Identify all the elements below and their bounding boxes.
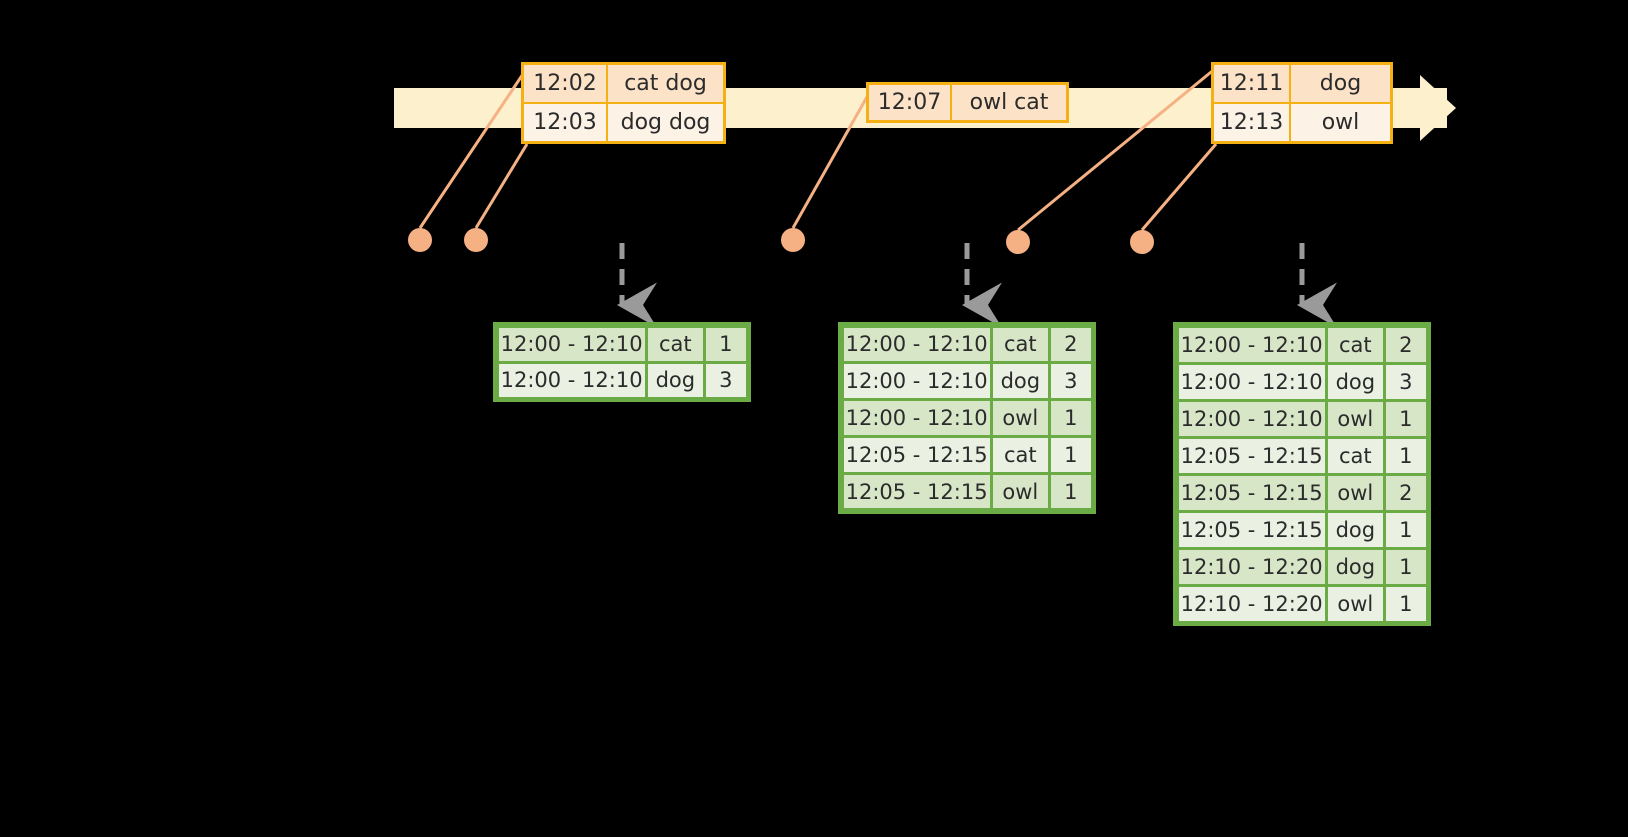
window-range: 12:00 - 12:10 <box>843 327 990 362</box>
word-key: cat <box>1327 438 1383 473</box>
table-row: 12:05 - 12:15 dog 1 <box>1177 511 1427 548</box>
table-row: 12:00 - 12:10 cat 1 <box>497 326 747 362</box>
window-range: 12:05 - 12:15 <box>1178 475 1325 510</box>
table-row: 12:05 - 12:15 owl 2 <box>1177 474 1427 511</box>
window-range: 12:00 - 12:10 <box>843 401 990 435</box>
window-range: 12:10 - 12:20 <box>1178 549 1325 584</box>
event-time: 12:07 <box>869 85 952 120</box>
table-row: 12:00 - 12:10 dog 3 <box>497 362 747 398</box>
event-text: cat dog <box>608 65 723 102</box>
event-time: 12:11 <box>1214 65 1291 102</box>
event-row: 12:03 dog dog <box>524 102 723 141</box>
window-range: 12:05 - 12:15 <box>843 474 990 509</box>
connector-dot-5 <box>1130 230 1154 254</box>
word-key: dog <box>647 363 703 397</box>
word-key: cat <box>1327 327 1383 362</box>
word-count: 1 <box>1051 474 1091 509</box>
window-range: 12:00 - 12:10 <box>1178 364 1325 399</box>
word-key: cat <box>647 327 703 361</box>
timeline-arrow-head <box>1420 75 1456 141</box>
word-key: owl <box>1327 475 1383 510</box>
word-key: dog <box>1327 512 1383 547</box>
word-key: cat <box>992 437 1048 472</box>
window-range: 12:00 - 12:10 <box>498 327 645 361</box>
word-count: 2 <box>1386 475 1426 510</box>
event-time: 12:02 <box>524 65 608 102</box>
table-row: 12:00 - 12:10 dog 3 <box>842 363 1092 400</box>
window-range: 12:00 - 12:10 <box>1178 327 1325 362</box>
table-row: 12:05 - 12:15 owl 1 <box>842 473 1092 510</box>
result-table-3[interactable]: 12:00 - 12:10 cat 2 12:00 - 12:10 dog 3 … <box>1173 322 1431 626</box>
connector-dot-2 <box>464 228 488 252</box>
word-count: 1 <box>1386 512 1426 547</box>
word-count: 1 <box>1386 586 1426 621</box>
window-range: 12:05 - 12:15 <box>843 437 990 472</box>
connector-dot-3 <box>781 228 805 252</box>
window-range: 12:00 - 12:10 <box>1178 401 1325 436</box>
event-row: 12:11 dog <box>1214 65 1390 102</box>
event-text: owl cat <box>952 85 1066 120</box>
word-key: cat <box>992 327 1048 362</box>
event-text: dog dog <box>608 104 723 141</box>
table-row: 12:00 - 12:10 cat 2 <box>842 326 1092 363</box>
word-key: owl <box>1327 586 1383 621</box>
word-count: 3 <box>706 363 746 397</box>
event-time: 12:03 <box>524 104 608 141</box>
event-box-1[interactable]: 12:02 cat dog 12:03 dog dog <box>521 62 726 144</box>
event-text: owl <box>1291 104 1390 141</box>
window-range: 12:05 - 12:15 <box>1178 438 1325 473</box>
word-count: 1 <box>1386 549 1426 584</box>
word-key: dog <box>1327 364 1383 399</box>
window-range: 12:05 - 12:15 <box>1178 512 1325 547</box>
word-count: 3 <box>1051 364 1091 399</box>
table-row: 12:00 - 12:10 owl 1 <box>1177 400 1427 437</box>
word-key: owl <box>1327 401 1383 436</box>
event-row: 12:02 cat dog <box>524 65 723 102</box>
word-count: 1 <box>1386 438 1426 473</box>
word-key: owl <box>992 474 1048 509</box>
word-count: 3 <box>1386 364 1426 399</box>
table-row: 12:10 - 12:20 owl 1 <box>1177 585 1427 622</box>
table-row: 12:00 - 12:10 cat 2 <box>1177 326 1427 363</box>
event-box-2[interactable]: 12:07 owl cat <box>866 82 1069 123</box>
window-range: 12:10 - 12:20 <box>1178 586 1325 621</box>
connector-dot-4 <box>1006 230 1030 254</box>
event-time: 12:13 <box>1214 104 1291 141</box>
event-box-3[interactable]: 12:11 dog 12:13 owl <box>1211 62 1393 144</box>
table-row: 12:00 - 12:10 owl 1 <box>842 400 1092 437</box>
result-table-2[interactable]: 12:00 - 12:10 cat 2 12:00 - 12:10 dog 3 … <box>838 322 1096 514</box>
word-count: 1 <box>706 327 746 361</box>
word-key: dog <box>1327 549 1383 584</box>
word-count: 2 <box>1386 327 1426 362</box>
word-key: dog <box>992 364 1048 399</box>
event-text: dog <box>1291 65 1390 102</box>
table-row: 12:00 - 12:10 dog 3 <box>1177 363 1427 400</box>
table-row: 12:05 - 12:15 cat 1 <box>842 436 1092 473</box>
window-range: 12:00 - 12:10 <box>498 363 645 397</box>
result-table-1[interactable]: 12:00 - 12:10 cat 1 12:00 - 12:10 dog 3 <box>493 322 751 402</box>
word-count: 1 <box>1051 437 1091 472</box>
word-count: 1 <box>1386 401 1426 436</box>
event-row: 12:13 owl <box>1214 102 1390 141</box>
word-count: 1 <box>1051 401 1091 435</box>
connector-dot-1 <box>408 228 432 252</box>
window-range: 12:00 - 12:10 <box>843 364 990 399</box>
table-row: 12:10 - 12:20 dog 1 <box>1177 548 1427 585</box>
word-key: owl <box>992 401 1048 435</box>
word-count: 2 <box>1051 327 1091 362</box>
event-row: 12:07 owl cat <box>869 85 1066 120</box>
table-row: 12:05 - 12:15 cat 1 <box>1177 437 1427 474</box>
